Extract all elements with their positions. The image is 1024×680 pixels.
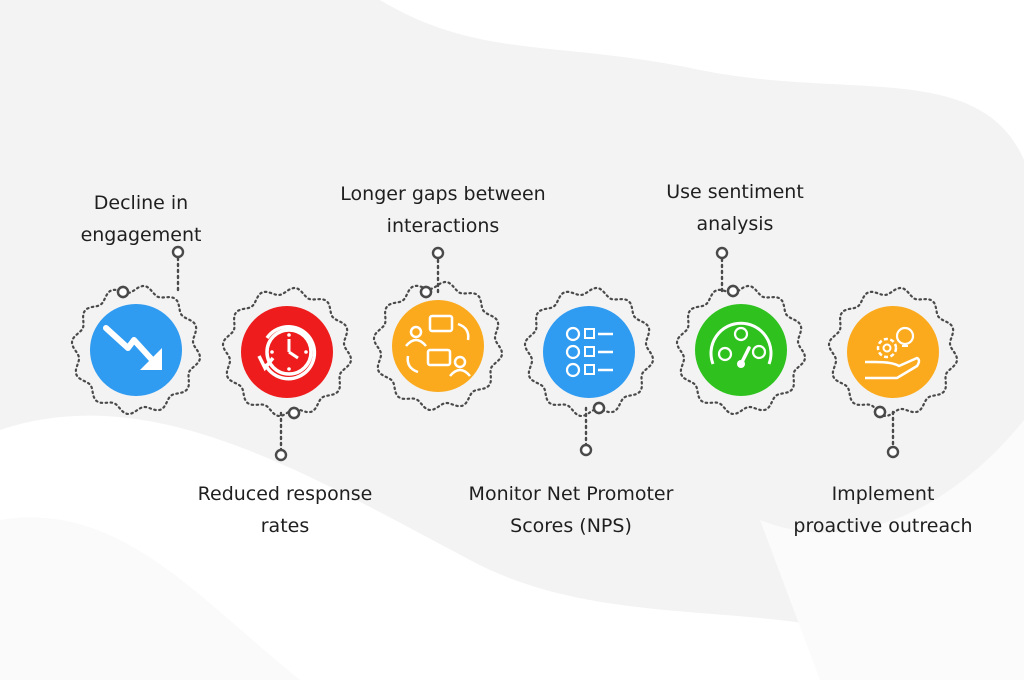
connector-end-dot <box>274 448 288 462</box>
step-3-label: Longer gaps between interactions <box>340 183 546 237</box>
dotted-badge-outline <box>70 284 202 416</box>
connector-end-dot <box>431 246 445 260</box>
step-4-node <box>523 286 655 418</box>
sentiment-gauge-icon <box>709 321 773 368</box>
connector-anchor-dot <box>116 285 130 299</box>
dotted-badge-outline <box>827 286 959 418</box>
clock-refresh-icon <box>257 324 317 381</box>
connector-end-dot <box>579 443 593 457</box>
hand-lightbulb-gear-icon <box>865 326 921 380</box>
connector-anchor-dot <box>287 406 301 420</box>
step-2-circle <box>241 306 333 398</box>
step-6-circle <box>847 306 939 398</box>
dotted-badge-outline <box>372 280 504 412</box>
connector-anchor-dot <box>419 285 433 299</box>
step-6-label: Implement proactive outreach <box>793 483 973 537</box>
step-5-label: Use sentiment analysis <box>666 181 804 235</box>
connector-end-dot <box>171 245 185 259</box>
connector-end-dot <box>715 246 729 260</box>
dotted-badge-outline <box>221 286 353 418</box>
step-3-circle <box>392 300 484 392</box>
step-2-node <box>221 286 353 418</box>
chat-exchange-icon <box>405 314 471 377</box>
connector-anchor-dot <box>873 405 887 419</box>
step-3-node <box>372 280 504 412</box>
step-2-label: Reduced response rates <box>197 483 373 537</box>
step-4-circle <box>543 306 635 398</box>
connector-anchor-dot <box>726 284 740 298</box>
survey-checklist-icon <box>565 326 613 378</box>
step-1-node <box>70 284 202 416</box>
step-6-node <box>827 286 959 418</box>
connector-end-dot <box>886 445 900 459</box>
step-1-circle <box>90 304 182 396</box>
step-1-label: Decline in engagement <box>80 192 202 246</box>
dotted-badge-outline <box>675 284 807 416</box>
step-5-node <box>675 284 807 416</box>
connector-anchor-dot <box>592 401 606 415</box>
step-4-label: Monitor Net Promoter Scores (NPS) <box>468 483 674 537</box>
step-5-circle <box>695 304 787 396</box>
trend-down-arrow-icon <box>103 325 162 370</box>
dotted-badge-outline <box>523 286 655 418</box>
